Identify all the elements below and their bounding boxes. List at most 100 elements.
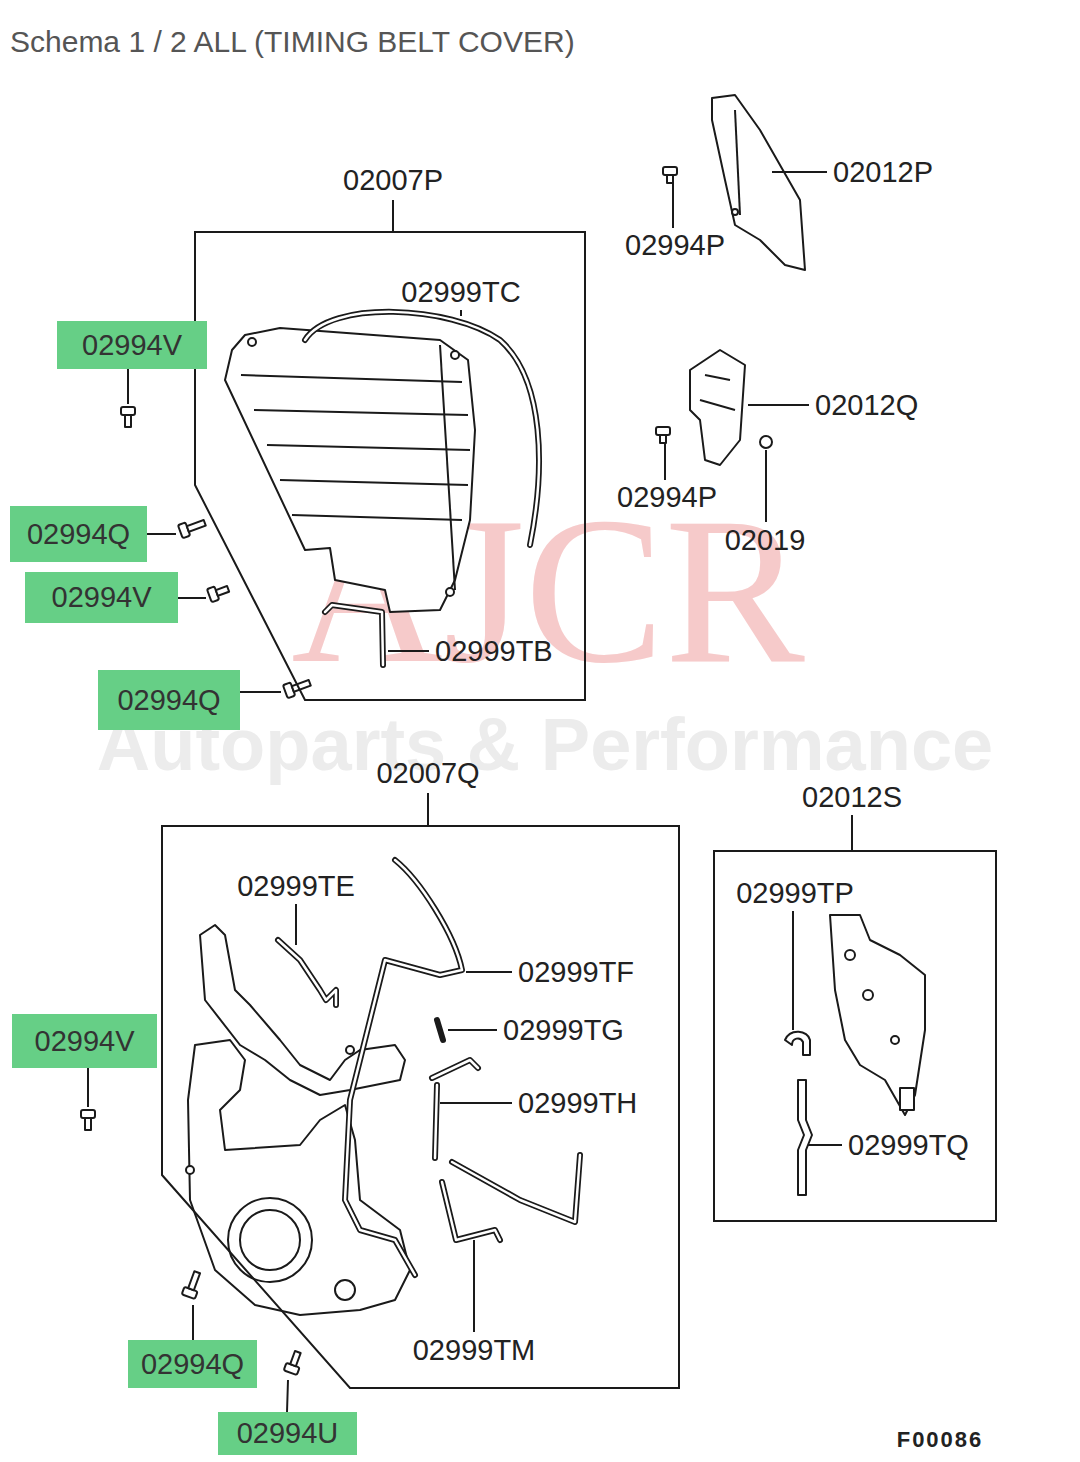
callout-number: 02012P bbox=[833, 158, 933, 187]
bolt bbox=[81, 1110, 95, 1130]
gasket bbox=[452, 1155, 580, 1222]
cover-plate bbox=[830, 915, 925, 1115]
cover-part bbox=[712, 95, 805, 270]
callout-number: 02999TP bbox=[736, 879, 854, 908]
leader-line bbox=[240, 691, 281, 693]
heading-stem bbox=[392, 200, 394, 232]
bolt-hole bbox=[891, 1036, 899, 1044]
callout-number: 02999TG bbox=[503, 1016, 624, 1045]
bolt bbox=[178, 516, 207, 538]
assembly-frame: 02007P bbox=[195, 232, 585, 700]
seal-opening bbox=[240, 1210, 300, 1270]
lower-cover-main-piece bbox=[188, 1040, 410, 1315]
bolt bbox=[182, 1270, 204, 1299]
bolt-hole bbox=[863, 990, 873, 1000]
callout-number: 02999TM bbox=[413, 1336, 536, 1365]
leader-line bbox=[287, 1380, 288, 1412]
bolt-head bbox=[121, 407, 135, 415]
bolt-shank bbox=[290, 1351, 300, 1366]
assembly-number: 02007Q bbox=[376, 759, 479, 788]
gasket-inner bbox=[345, 860, 462, 1275]
assembly-number: 02007P bbox=[343, 166, 443, 195]
bolt bbox=[284, 1350, 305, 1375]
leader-line bbox=[792, 911, 794, 1030]
leader-line bbox=[192, 1305, 194, 1340]
callout-highlight: 02994Q bbox=[128, 1340, 257, 1388]
callout-highlight: 02994Q bbox=[98, 670, 240, 730]
frame-border bbox=[162, 826, 679, 1388]
cover-rib bbox=[241, 375, 462, 382]
gasket-pin bbox=[437, 1020, 443, 1040]
seal-inner bbox=[305, 312, 539, 545]
drawing-code: F00086 bbox=[897, 1429, 984, 1451]
cover-rib bbox=[280, 480, 468, 485]
bracket-edge bbox=[705, 375, 730, 380]
seal bbox=[325, 605, 383, 665]
callout-highlight: 02994V bbox=[57, 321, 207, 369]
leader-line bbox=[466, 971, 512, 973]
seal bbox=[305, 312, 539, 545]
leader-line bbox=[295, 904, 297, 945]
frame-outline bbox=[714, 851, 996, 1221]
callout-highlight: 02994V bbox=[12, 1014, 157, 1068]
bolt bbox=[121, 407, 135, 427]
page-title: Schema 1 / 2 ALL (TIMING BELT COVER) bbox=[10, 27, 575, 57]
frame-outline bbox=[162, 826, 679, 1388]
leader-line bbox=[147, 533, 176, 535]
bolt-hole bbox=[248, 338, 256, 346]
callout-number: 02994Q bbox=[117, 686, 220, 715]
bolt-shank bbox=[216, 586, 229, 596]
gasket-inner bbox=[432, 1060, 478, 1158]
frame-outline bbox=[195, 232, 585, 700]
leader-line bbox=[473, 1240, 475, 1332]
cover-rib bbox=[267, 445, 470, 450]
gasket-inner bbox=[278, 940, 336, 1005]
assembly-frame: 02012S bbox=[714, 851, 996, 1221]
leader-line bbox=[808, 1144, 842, 1146]
leader-line bbox=[664, 442, 666, 480]
callout-number: 02999TQ bbox=[848, 1131, 969, 1160]
callout-highlight: 02994Q bbox=[10, 506, 147, 562]
bolt-shank bbox=[85, 1118, 91, 1130]
bolt-hole bbox=[346, 1046, 354, 1054]
callout-number: 02994V bbox=[52, 583, 152, 612]
callout-number: 02012Q bbox=[815, 391, 918, 420]
gasket bbox=[442, 1182, 500, 1240]
leader-line bbox=[388, 650, 429, 652]
leader-line bbox=[765, 450, 767, 522]
leader-line bbox=[460, 310, 462, 316]
bolt-hole bbox=[845, 950, 855, 960]
callout-number: 02999TH bbox=[518, 1089, 637, 1118]
bolt-head bbox=[663, 167, 677, 175]
bolt-hole bbox=[732, 209, 738, 215]
bolt-shank bbox=[125, 415, 131, 427]
cover-rib bbox=[254, 410, 468, 415]
leader-line bbox=[178, 597, 206, 599]
callout-number: 02999TE bbox=[237, 872, 355, 901]
leader-line bbox=[87, 1068, 89, 1107]
callout-number: 02999TB bbox=[435, 637, 553, 666]
gasket-inner bbox=[452, 1155, 580, 1222]
heading-stem bbox=[427, 793, 429, 826]
bolt bbox=[207, 582, 231, 602]
gasket bbox=[345, 860, 462, 1275]
frame-border bbox=[195, 232, 585, 700]
bolt-shank bbox=[660, 435, 666, 443]
bolt-hole bbox=[446, 588, 454, 596]
bracket bbox=[690, 350, 745, 465]
leader-line bbox=[748, 404, 809, 406]
bolt bbox=[663, 167, 677, 183]
leader-line bbox=[672, 182, 674, 228]
gasket bbox=[278, 940, 336, 1005]
plate-tab bbox=[900, 1088, 914, 1110]
upper-cover bbox=[225, 328, 475, 612]
o-ring bbox=[760, 436, 772, 448]
callout-number: 02994V bbox=[35, 1027, 135, 1056]
gasket-inner bbox=[442, 1182, 500, 1240]
bolt-shank bbox=[187, 520, 206, 532]
seal-opening bbox=[228, 1198, 312, 1282]
